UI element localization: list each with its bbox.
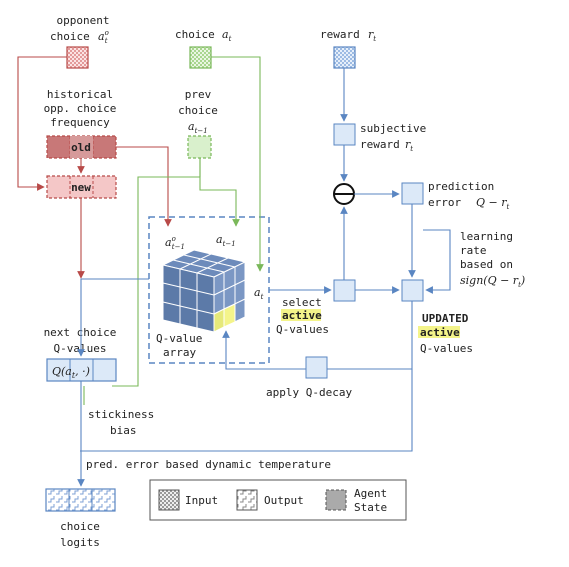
prev-choice-label-line2: choice bbox=[178, 104, 218, 117]
next-choice-label-line1: next choice bbox=[44, 326, 117, 339]
updated-node bbox=[401, 279, 424, 302]
legend-output-label: Output bbox=[264, 494, 304, 507]
choice-label: choice bbox=[175, 28, 215, 41]
updated-active-highlight bbox=[418, 326, 460, 338]
prediction-error-node bbox=[401, 182, 424, 205]
historical-label-line2: opp. choice bbox=[44, 102, 117, 115]
cube-axis-prev: at−1 bbox=[216, 233, 236, 248]
opponent-choice-input bbox=[66, 46, 89, 69]
learning-rate-label-line1: learning bbox=[460, 230, 513, 243]
old-frequency-state: old bbox=[46, 135, 117, 159]
dynamic-temperature-label: pred. error based dynamic temperature bbox=[86, 458, 331, 471]
q-value-array-label-line2: array bbox=[163, 346, 196, 359]
learning-rate-label-line2: rate bbox=[460, 244, 487, 257]
active-label: active bbox=[282, 309, 322, 322]
legend: Input Output Agent State bbox=[149, 479, 407, 521]
cube-axis-at: at bbox=[254, 286, 264, 301]
prev-choice-state bbox=[187, 135, 212, 159]
choice-symbol: at bbox=[222, 28, 232, 43]
active-highlight bbox=[281, 309, 321, 321]
old-label: old bbox=[71, 141, 91, 154]
prediction-error-label-line1: prediction bbox=[428, 180, 494, 193]
legend-agent-label-line2: State bbox=[354, 501, 387, 514]
legend-input-swatch bbox=[158, 489, 180, 511]
q-decay-node bbox=[305, 356, 328, 379]
subtract-operator bbox=[333, 183, 355, 205]
reward-label: reward bbox=[320, 28, 360, 41]
q-values-label: Q-values bbox=[276, 323, 329, 336]
prev-choice-label-line1: prev bbox=[185, 88, 212, 101]
connectors bbox=[17, 56, 451, 487]
updated-q-values-label: Q-values bbox=[420, 342, 473, 355]
choice-logits-label-line1: choice bbox=[60, 520, 100, 533]
legend-input-label: Input bbox=[185, 494, 218, 507]
new-label: new bbox=[71, 181, 91, 194]
prediction-error-label-line2: error bbox=[428, 196, 461, 209]
q-value-array-label-line1: Q-value bbox=[156, 332, 202, 345]
next-choice-q-values bbox=[46, 358, 117, 382]
subjective-reward-node bbox=[333, 123, 356, 146]
historical-label-line1: historical bbox=[47, 88, 113, 101]
subjective-reward-label-line1: subjective bbox=[360, 122, 426, 135]
learning-rate-label-line3: based on bbox=[460, 258, 513, 271]
updated-active-label: active bbox=[420, 326, 460, 339]
legend-output-swatch bbox=[236, 489, 258, 511]
stickiness-label-line2: bias bbox=[110, 424, 137, 437]
choice-logits-label-line2: logits bbox=[60, 536, 100, 549]
opponent-choice-label-line1: opponent bbox=[57, 14, 110, 27]
next-choice-formula: Q(at, ·) bbox=[52, 365, 90, 380]
reward-input bbox=[333, 46, 356, 69]
select-label: select bbox=[282, 296, 322, 309]
subjective-reward-symbol: rt bbox=[405, 138, 413, 153]
legend-agent-label-line1: Agent bbox=[354, 487, 387, 500]
stickiness-label-line1: stickiness bbox=[88, 408, 154, 421]
new-frequency-state: new bbox=[46, 175, 117, 199]
choice-logits-output bbox=[45, 488, 116, 512]
next-choice-label-line2: Q-values bbox=[54, 342, 107, 355]
updated-label: UPDATED bbox=[422, 312, 469, 325]
prev-choice-symbol: at−1 bbox=[188, 120, 208, 135]
legend-agent-state-swatch bbox=[325, 489, 347, 511]
q-value-cube bbox=[161, 249, 247, 333]
reward-symbol: rt bbox=[368, 28, 376, 43]
apply-q-decay-label: apply Q-decay bbox=[266, 386, 352, 399]
historical-label-line3: frequency bbox=[50, 116, 110, 129]
subjective-reward-label-line2: reward bbox=[360, 138, 400, 151]
select-active-node bbox=[333, 279, 356, 302]
choice-input bbox=[189, 46, 212, 69]
opponent-choice-label-line2: choice bbox=[50, 30, 90, 43]
learning-rate-formula: sign(Q − rt) bbox=[460, 274, 525, 289]
prediction-error-formula: Q − rt bbox=[476, 196, 510, 211]
